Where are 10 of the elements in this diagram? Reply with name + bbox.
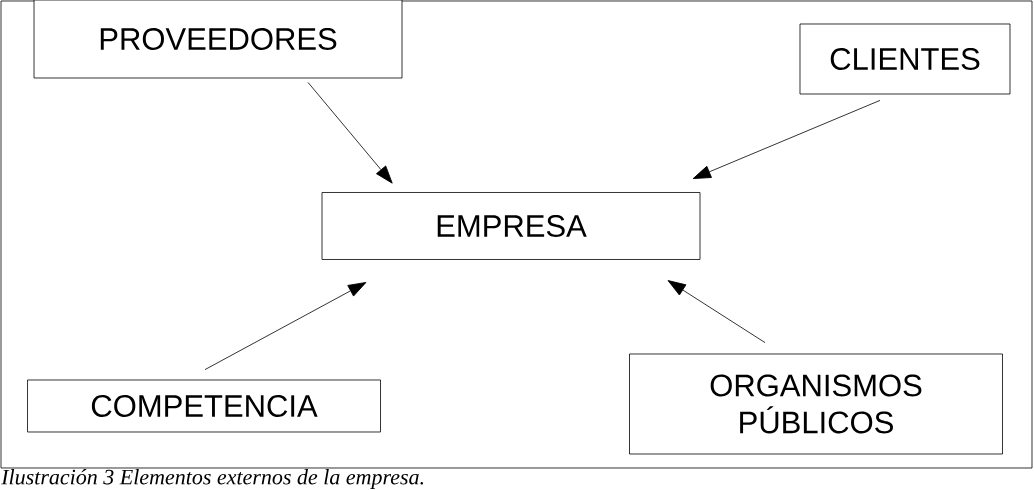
arrow — [307, 82, 393, 184]
caption: Ilustración 3 Elementos externos de la empresa. — [1, 469, 424, 489]
arrow — [692, 100, 881, 179]
arrow — [667, 280, 766, 343]
arrow — [204, 282, 367, 370]
process-box: ORGANISMOS PÚBLICOS — [629, 353, 1003, 455]
process-box: CLIENTES — [799, 23, 1011, 95]
process-box: COMPETENCIA — [27, 379, 381, 433]
process-box: PROVEEDORES — [33, 0, 403, 79]
process-box: EMPRESA — [321, 192, 701, 260]
